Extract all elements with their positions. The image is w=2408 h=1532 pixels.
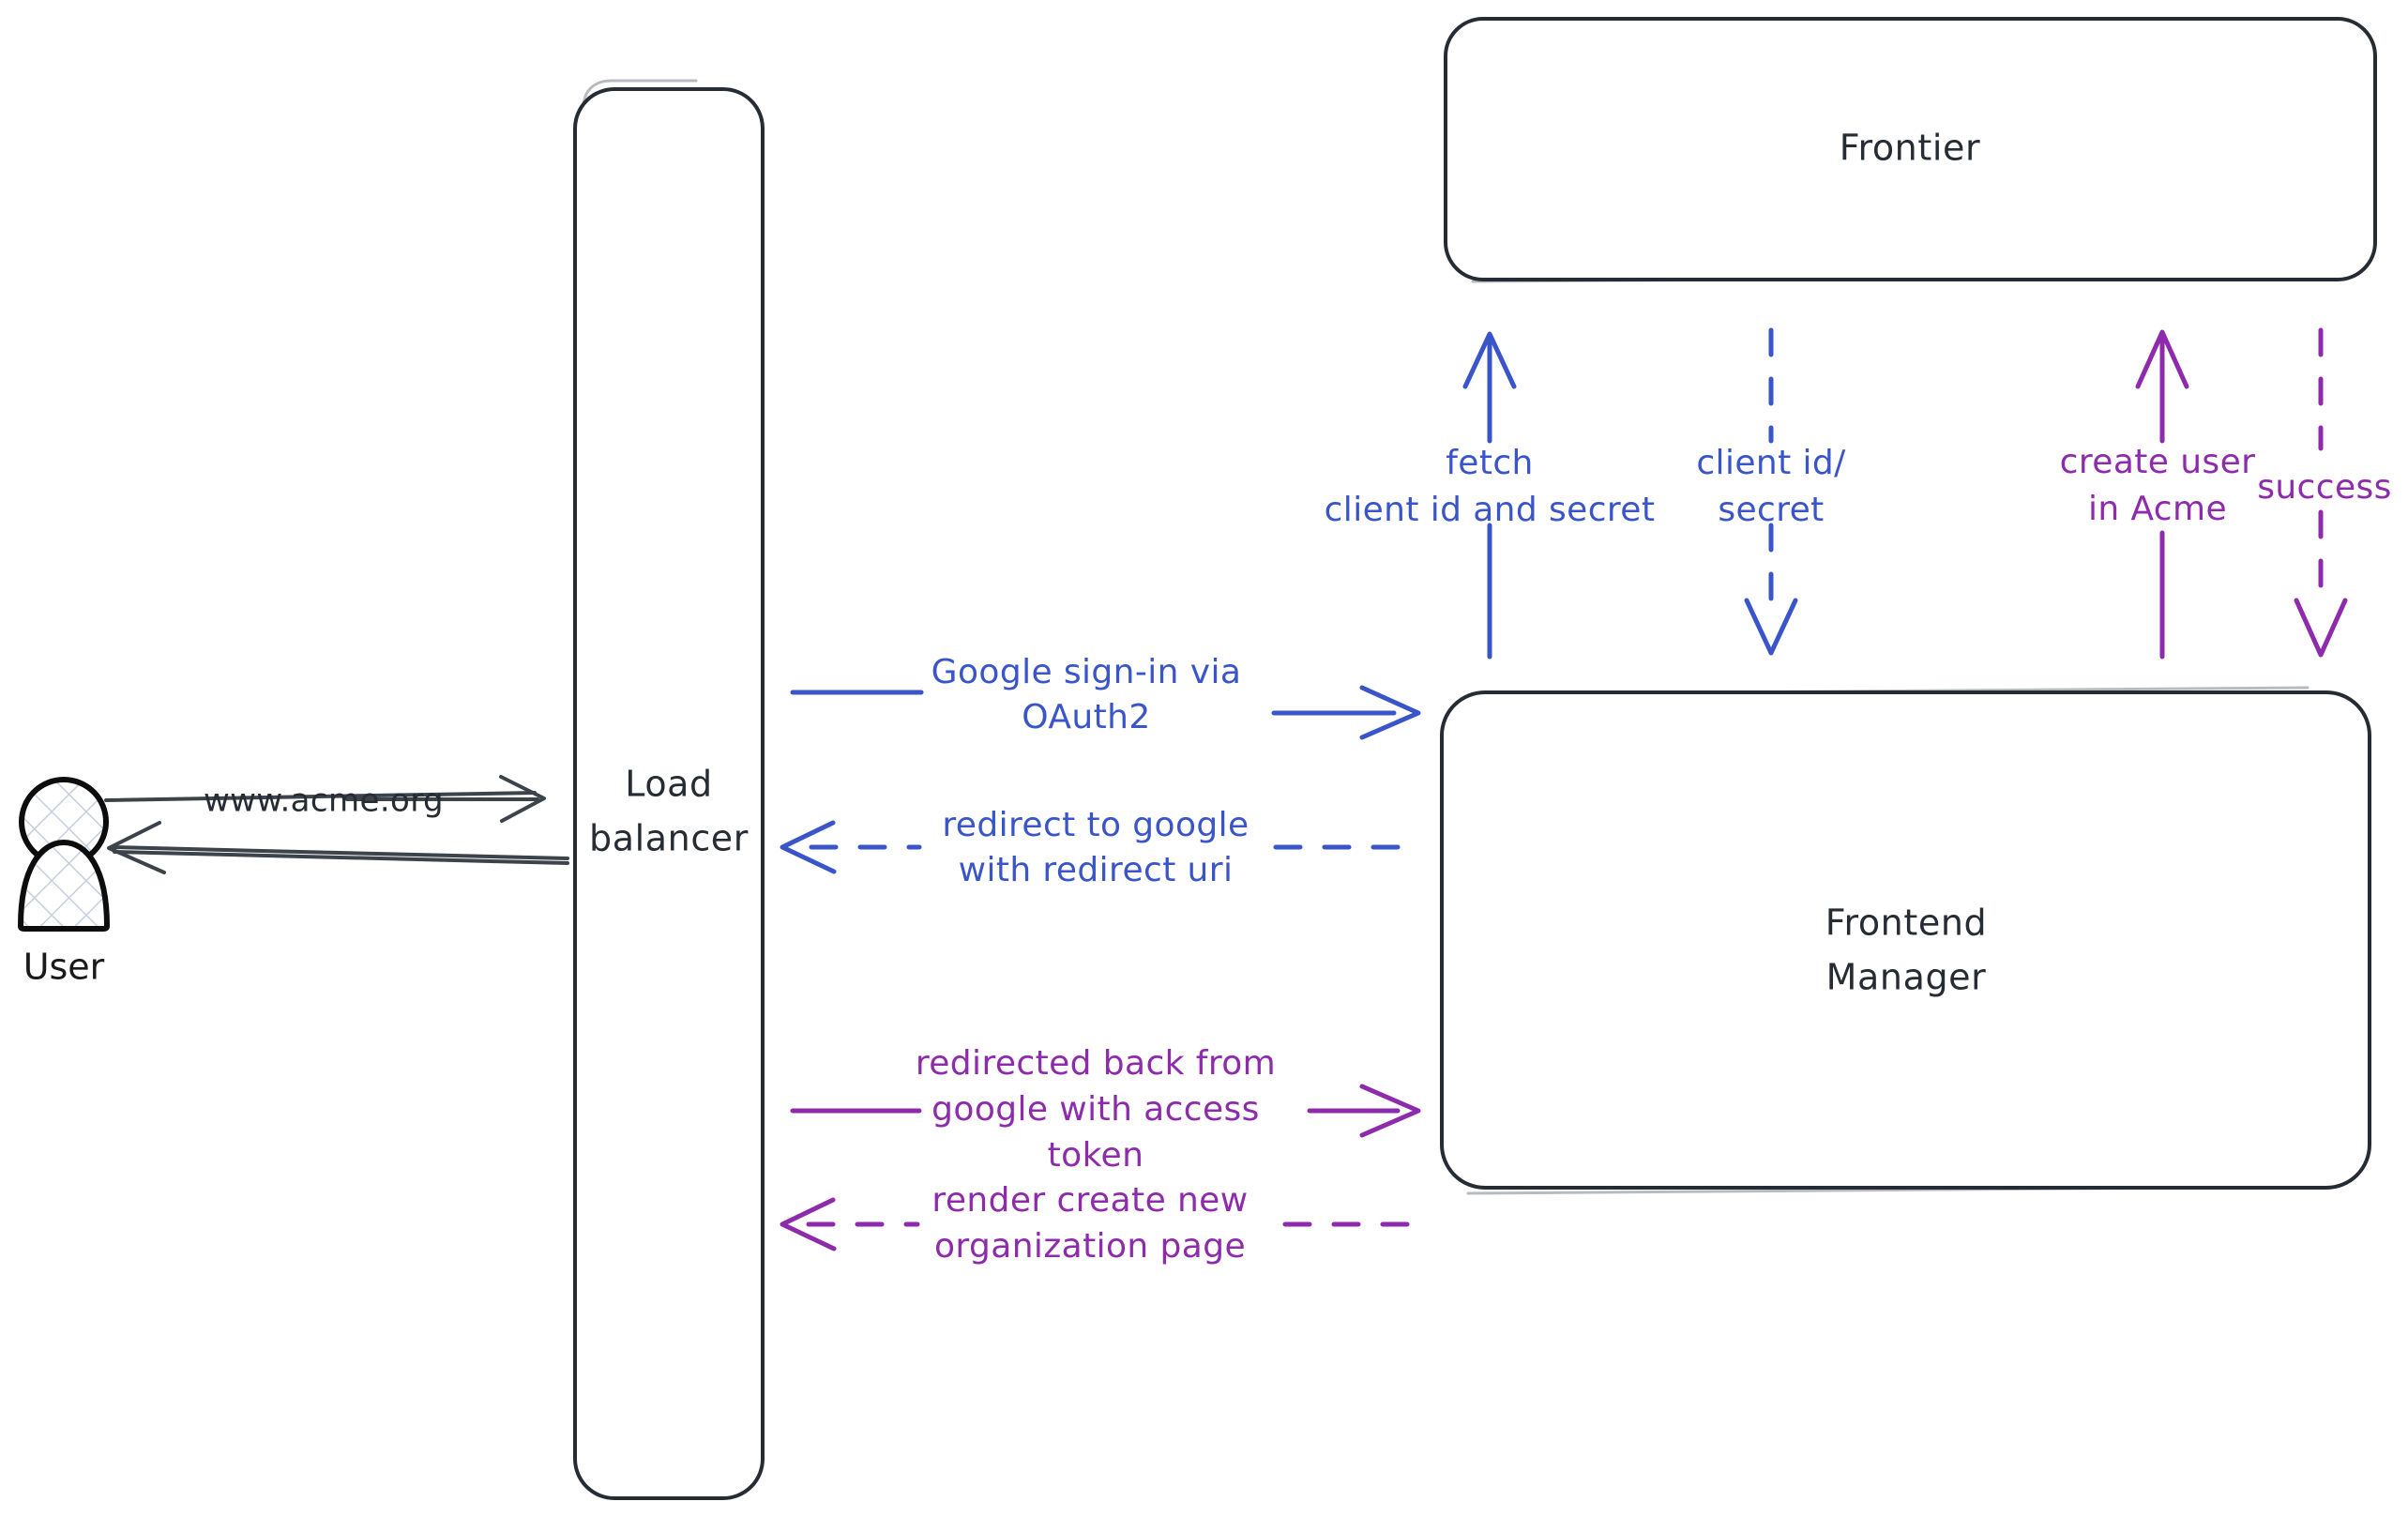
node-load-balancer-line2: balancer — [589, 818, 749, 859]
edge-lb-to-fm-token-line3: token — [1048, 1136, 1144, 1175]
edge-fm-to-frontier-create-line2: in Acme — [2088, 490, 2227, 528]
node-frontier[interactable]: Frontier — [1444, 17, 2377, 283]
edge-fm-to-frontier-create-line1: create user — [2060, 443, 2256, 481]
edge-lb-to-fm-signin[interactable]: Google sign-in via OAuth2 — [790, 653, 1421, 740]
edge-fm-to-frontier-create[interactable]: create user in Acme — [2060, 329, 2256, 660]
edge-fm-to-lb-render[interactable]: render create new organization page — [780, 1181, 1410, 1266]
node-load-balancer[interactable]: Load balancer — [573, 79, 765, 1500]
edge-lb-to-fm-token[interactable]: redirected back from google with access … — [790, 1044, 1421, 1175]
edge-fm-to-frontier-fetch-line2: client id and secret — [1325, 491, 1656, 529]
edge-frontier-to-fm-creds-line1: client id/ — [1696, 444, 1846, 482]
node-frontend-manager-line1: Frontend — [1825, 903, 1988, 944]
actor-user[interactable]: User — [18, 777, 110, 988]
edge-fm-to-lb-redirect-line2: with redirect uri — [959, 851, 1234, 889]
edge-lb-to-fm-signin-line2: OAuth2 — [1022, 698, 1150, 736]
node-load-balancer-line1: Load — [625, 764, 713, 805]
edge-user-to-lb-label: www.acme.org — [204, 782, 444, 820]
edge-frontier-to-fm-success[interactable]: success — [2257, 327, 2392, 658]
edge-lb-to-fm-token-line1: redirected back from — [916, 1044, 1276, 1083]
edge-fm-to-lb-render-line1: render create new — [931, 1181, 1248, 1220]
node-frontend-manager-line2: Manager — [1826, 957, 1987, 998]
actor-user-label: User — [23, 947, 105, 988]
person-icon — [18, 777, 110, 932]
edge-frontier-to-fm-creds[interactable]: client id/ secret — [1696, 327, 1846, 656]
node-frontend-manager[interactable]: Frontend Manager — [1440, 686, 2371, 1195]
edge-frontier-to-fm-creds-line2: secret — [1718, 491, 1824, 529]
edge-fm-to-frontier-fetch[interactable]: fetch client id and secret — [1325, 331, 1656, 660]
edge-lb-to-fm-signin-line1: Google sign-in via — [931, 653, 1242, 691]
edge-fm-to-frontier-fetch-line1: fetch — [1446, 444, 1534, 482]
edge-fm-to-lb-redirect[interactable]: redirect to google with redirect uri — [780, 806, 1419, 889]
edge-frontier-to-fm-success-label: success — [2257, 468, 2392, 507]
edge-lb-to-fm-token-line2: google with access — [931, 1090, 1260, 1129]
edge-user-to-lb[interactable]: www.acme.org — [104, 775, 546, 823]
node-frontier-label: Frontier — [1840, 128, 1980, 169]
edge-lb-to-user[interactable] — [107, 821, 569, 874]
edge-fm-to-lb-redirect-line1: redirect to google — [942, 806, 1249, 844]
edge-fm-to-lb-render-line2: organization page — [934, 1227, 1246, 1266]
